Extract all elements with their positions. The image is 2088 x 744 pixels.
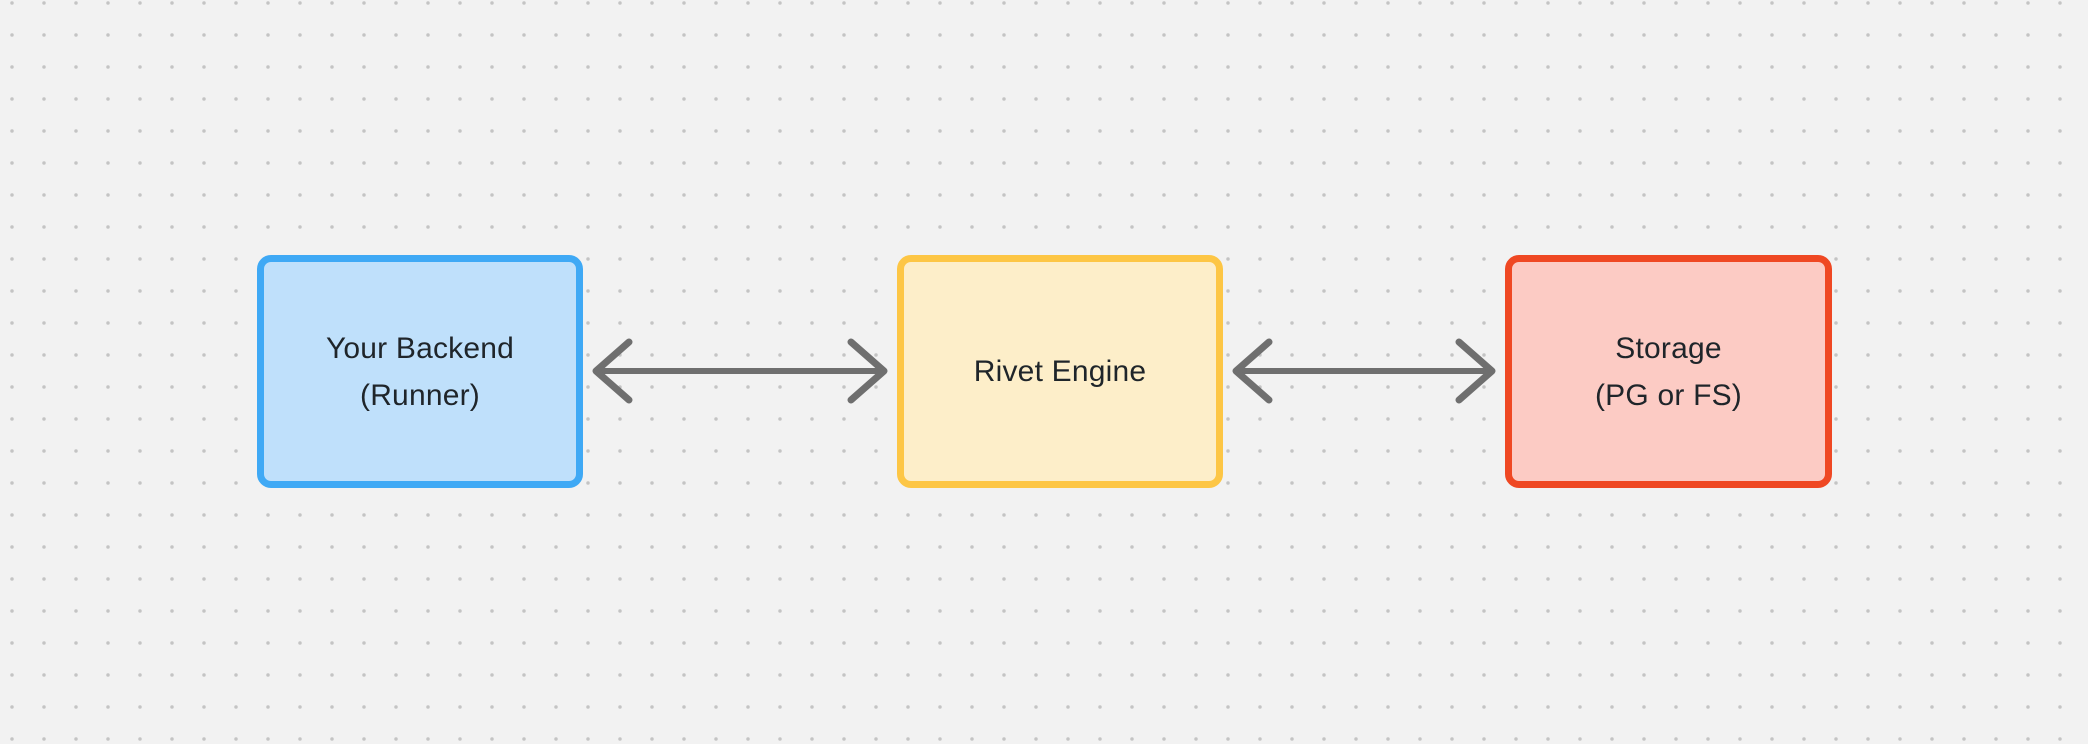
node-label-line: (Runner) (360, 378, 480, 412)
node-label-line: Storage (1615, 331, 1722, 365)
node-label-line: Rivet Engine (973, 355, 1147, 388)
bidirectional-arrow-backend-engine (592, 338, 888, 404)
node-storage-label: Storage (PG or FS) (1595, 325, 1742, 419)
bidirectional-arrow-engine-storage (1232, 338, 1496, 404)
node-your-backend-label: Your Backend (Runner) (326, 325, 514, 419)
node-label-line: Your Backend (325, 331, 515, 365)
node-rivet-engine: Rivet Engine (897, 255, 1223, 488)
node-your-backend: Your Backend (Runner) (257, 255, 583, 488)
node-label-line: (PG or FS) (1594, 378, 1742, 412)
node-storage: Storage (PG or FS) (1505, 255, 1832, 488)
node-rivet-engine-label: Rivet Engine (974, 348, 1147, 395)
